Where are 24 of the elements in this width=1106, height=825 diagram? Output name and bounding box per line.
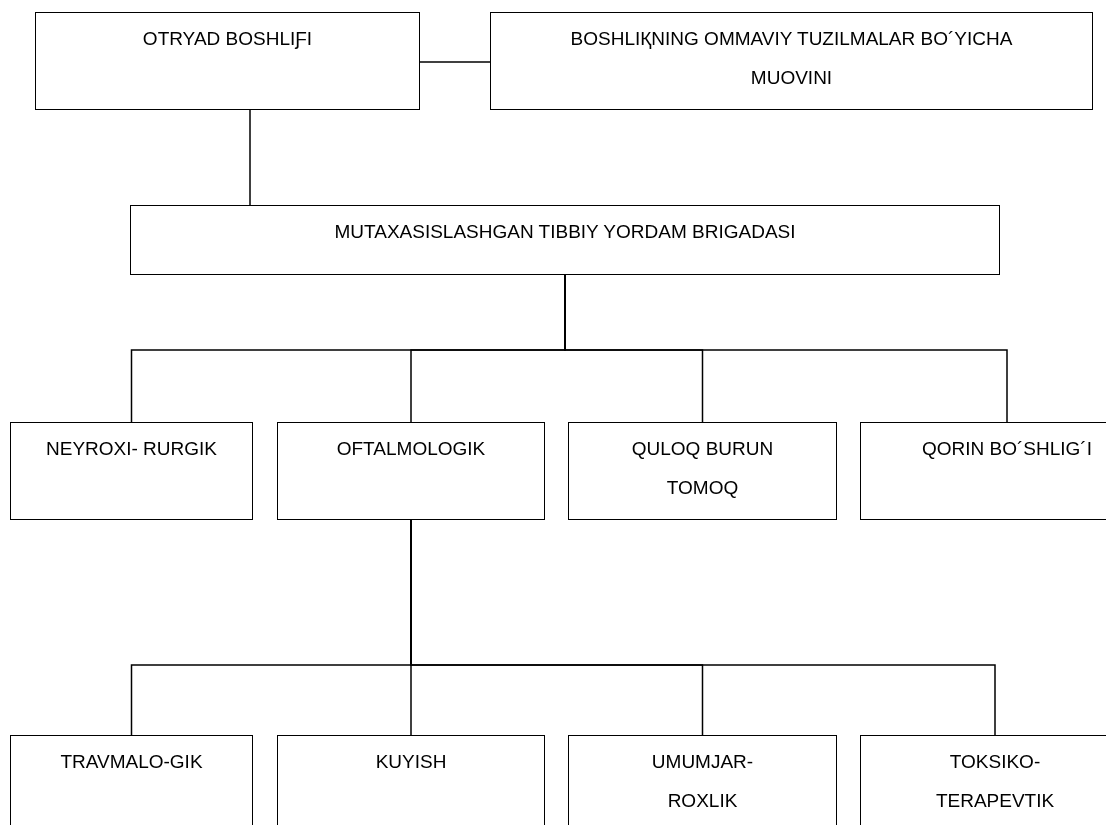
org-box xyxy=(860,422,1106,520)
box-label: NEYROXI- RURGIK xyxy=(45,437,218,461)
box-label: BOSHLIҚNING OMMAVIY TUZILMALAR BO´YICHA MUOVINI xyxy=(569,27,1014,90)
org-box xyxy=(10,422,253,520)
org-box xyxy=(35,12,420,110)
org-box xyxy=(860,735,1106,825)
org-box xyxy=(568,735,837,825)
box-label: QULOQ BURUN TOMOQ xyxy=(630,437,775,500)
box-label: KUYISH xyxy=(374,750,448,774)
org-box xyxy=(130,205,1000,275)
box-label: UMUMJAR- ROXLIK xyxy=(650,750,755,813)
connector-line xyxy=(249,109,251,206)
box-label: MUTAXASISLASHGAN TIBBIY YORDAM BRIGADASI xyxy=(333,220,797,244)
org-box xyxy=(490,12,1093,110)
org-box xyxy=(277,735,545,825)
box-label: OTRYAD BOSHLIƑI xyxy=(141,27,314,51)
connector-line xyxy=(419,61,491,63)
box-label: QORIN BO´SHLIG´I xyxy=(921,437,1093,461)
org-box xyxy=(277,422,545,520)
box-label: TOKSIKO- TERAPEVTIK xyxy=(934,750,1056,813)
box-label: OFTALMOLOGIK xyxy=(335,437,487,461)
org-box xyxy=(568,422,837,520)
org-box xyxy=(10,735,253,825)
box-label: TRAVMALO-GIK xyxy=(59,750,204,774)
